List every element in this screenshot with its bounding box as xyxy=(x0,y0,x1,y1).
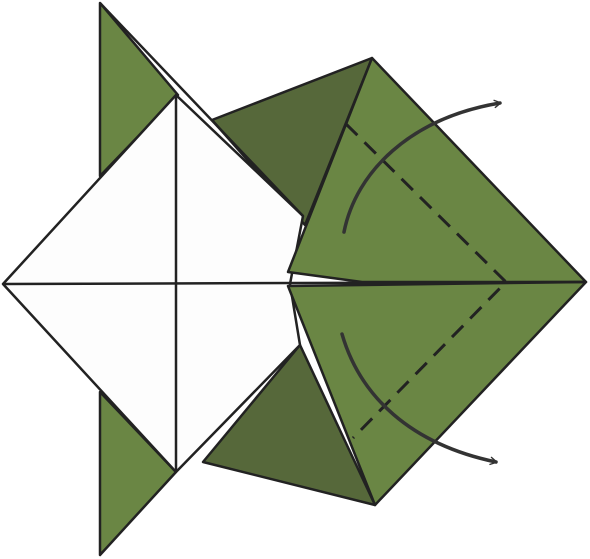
top-left-edge xyxy=(99,2,304,217)
fold-arrow-up xyxy=(342,99,502,234)
fold-arrow-down xyxy=(340,332,498,466)
horizontal-crease xyxy=(2,280,587,286)
lower-green-flap xyxy=(286,280,588,507)
valley-fold-line xyxy=(344,122,509,440)
lower-dark-flap xyxy=(201,343,377,507)
